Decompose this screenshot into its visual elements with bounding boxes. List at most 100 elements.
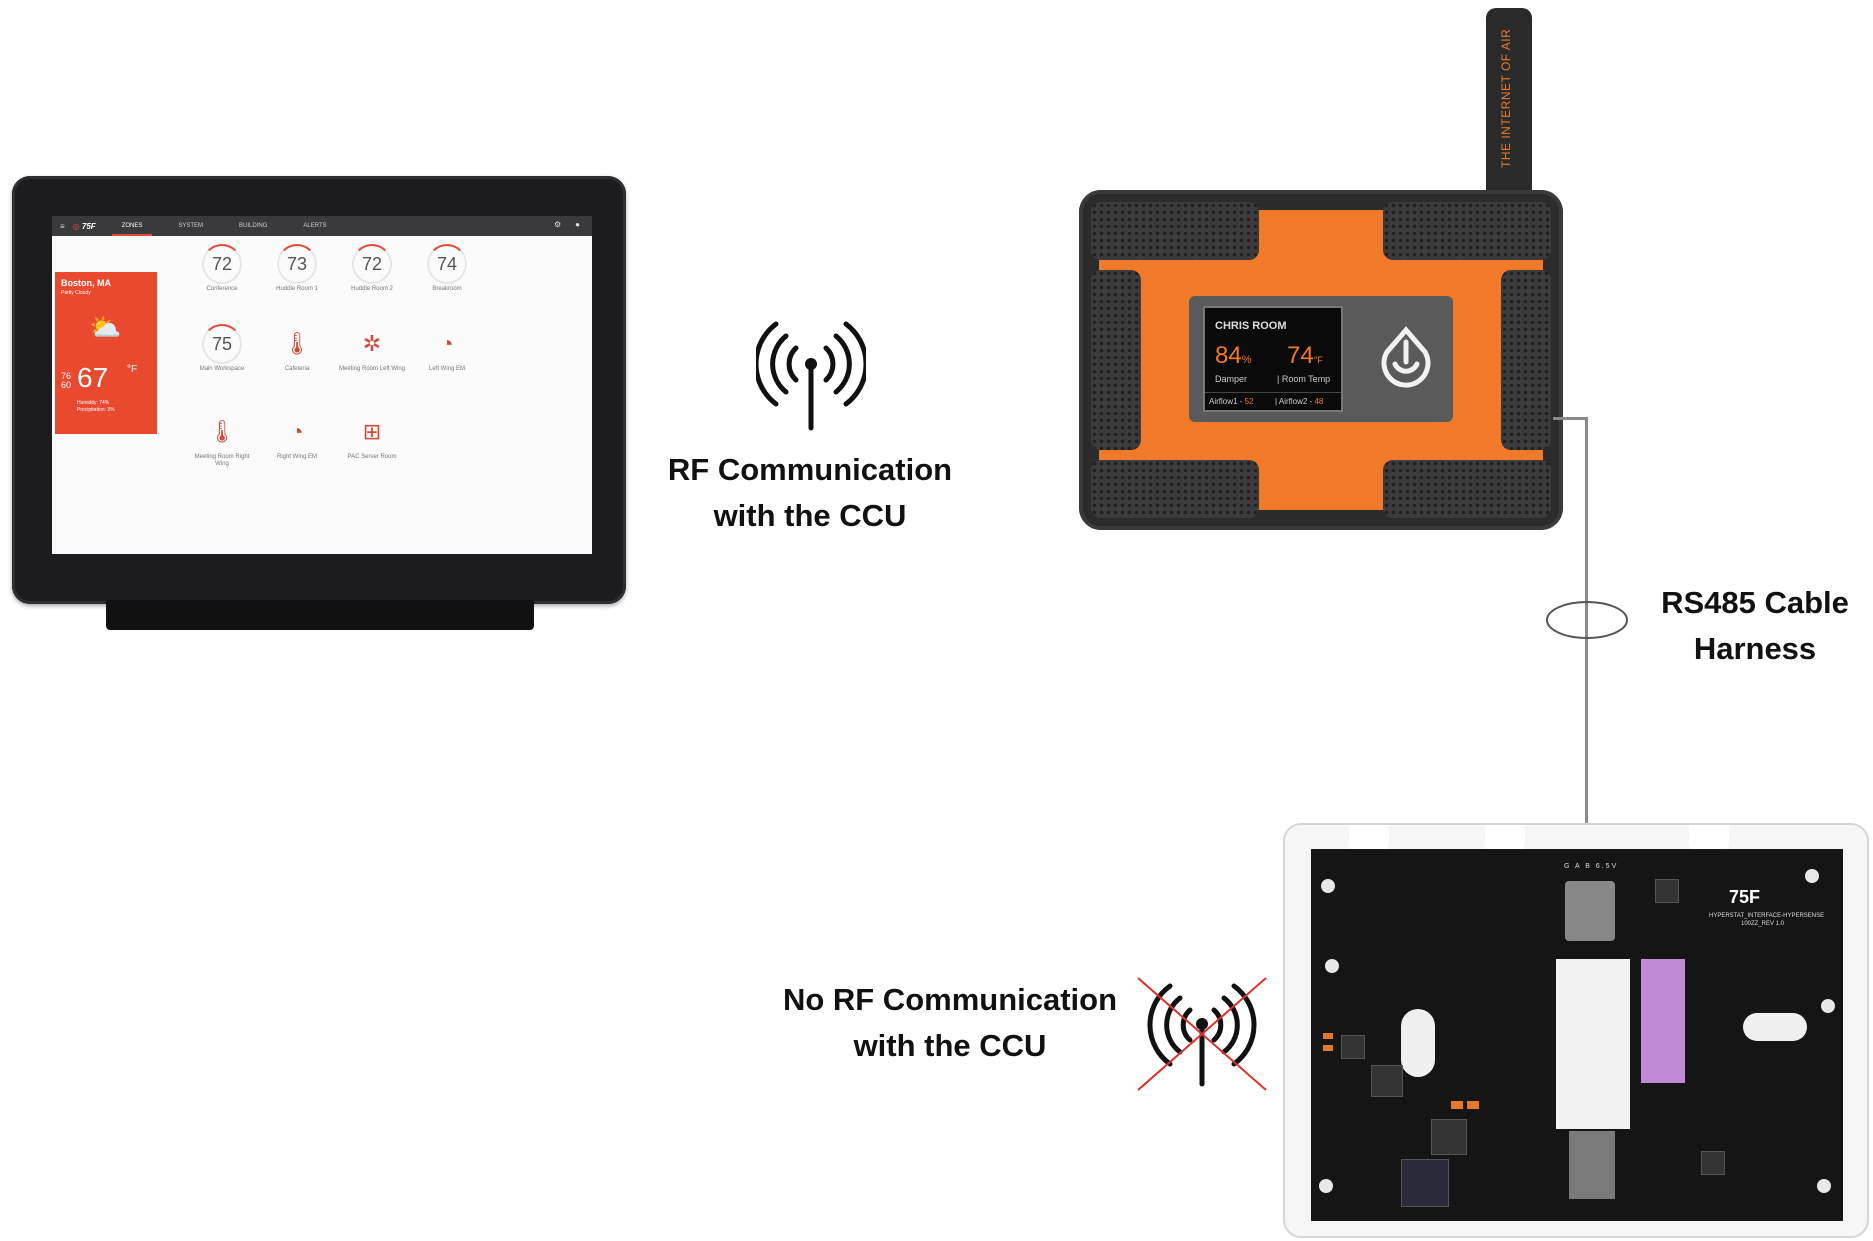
tablet-top-bar: ≡ ◎ 75F ZONES SYSTEM BUILDING ALERTS ⚙ ● (52, 216, 592, 236)
rs485-cable (1585, 417, 1588, 855)
vent-bottom-right (1383, 460, 1551, 518)
vent-top-left (1091, 202, 1259, 260)
zone-tile[interactable]: 73 Huddle Room 1 (262, 244, 332, 293)
component (1451, 1101, 1463, 1109)
damper-unit: % (1241, 354, 1252, 366)
display-separator (1205, 392, 1341, 393)
weather-precipitation: Precipitation: 3% (77, 407, 115, 413)
chip (1431, 1119, 1467, 1155)
zone-tile[interactable]: ✲ Meeting Room Left Wing (337, 324, 407, 373)
zone-dial: 72 (202, 244, 242, 284)
network-icon: ⊞ (362, 419, 382, 444)
weather-unit: °F (127, 364, 138, 375)
top-bar-actions: ⚙ ● (554, 220, 580, 229)
board-part-number: HYPERSTAT_INTERFACE-HYPERSENSE (1709, 913, 1825, 919)
device-display: CHRIS ROOM 84% 74°F Damper | Room Temp A… (1203, 306, 1343, 412)
zone-dial: 72 (352, 244, 392, 284)
zone-label: Huddle Room 2 (351, 286, 393, 292)
antenna (1486, 8, 1532, 198)
zone-dial: 74 (427, 244, 467, 284)
ccu-device: CHRIS ROOM 84% 74°F Damper | Room Temp A… (1079, 190, 1563, 530)
rs485-jack (1565, 881, 1615, 941)
weather-high: 76 (61, 371, 72, 381)
partly-cloudy-icon: ⛅ (89, 312, 122, 342)
cable-stub (1553, 417, 1588, 420)
chip (1655, 879, 1679, 903)
zone-tile[interactable]: 72 Huddle Room 2 (337, 244, 407, 293)
bottom-connector (1569, 1131, 1615, 1199)
zone-tile[interactable]: ◔ Left Wing EM (412, 324, 482, 373)
airflow2-value: 48 (1314, 397, 1324, 406)
zone-tile[interactable]: ⊞ PAC Server Room (337, 412, 407, 461)
sensor-grid (1401, 1159, 1449, 1207)
zone-tile[interactable]: 74 Breakroom (412, 244, 482, 293)
zone-tile[interactable]: 75 Main Workspace (187, 324, 257, 373)
energy-meter-icon: ◔ (290, 419, 304, 444)
housing-tab (1689, 825, 1729, 851)
zone-tile[interactable]: 72 Conference (187, 244, 257, 293)
ribbon-area (1556, 959, 1630, 1129)
screw-hole (1319, 1179, 1333, 1193)
circuit-board: G A B 6.5V 75F HYPERSTAT_INTERFACE-HYPER… (1311, 849, 1843, 1221)
screw-hole (1325, 959, 1339, 973)
weather-high-low: 76 60 (61, 372, 73, 390)
vent-bottom-left (1091, 460, 1259, 518)
pin-labels: G A B 6.5V (1564, 863, 1619, 870)
room-temp-value: 74 (1287, 342, 1314, 369)
airflow1-label: Airflow1 - (1209, 397, 1243, 406)
tablet-screen: ≡ ◎ 75F ZONES SYSTEM BUILDING ALERTS ⚙ ●… (52, 216, 592, 554)
zone-tile[interactable]: 🌡 Meeting Room Right Wing (187, 412, 257, 468)
zone-label: Meeting Room Left Wing (338, 366, 406, 372)
board-brand: 75F (1729, 887, 1761, 907)
tab-building[interactable]: BUILDING (239, 223, 268, 229)
no-rf-signal-icon (1137, 977, 1267, 1091)
room-temp-unit: °F (1313, 355, 1323, 365)
display-room: CHRIS ROOM (1215, 320, 1287, 332)
housing-tab (1485, 825, 1525, 851)
energy-meter-icon: ◔ (440, 331, 454, 356)
display-room-temp: 74°F (1287, 342, 1323, 370)
weather-humidity: Humidity: 74% (77, 400, 110, 406)
user-icon[interactable]: ● (575, 220, 580, 229)
cable-label: RS485 Cable Harness (1661, 585, 1849, 666)
zone-tile[interactable]: ◔ Right Wing EM (262, 412, 332, 461)
tab-zones[interactable]: ZONES (111, 216, 153, 236)
airflow1-value: 52 (1244, 397, 1254, 406)
vent-top-right (1383, 202, 1551, 260)
component (1323, 1045, 1333, 1051)
airflow2: | Airflow2 - 48 (1275, 397, 1323, 406)
weather-low: 60 (61, 380, 72, 390)
device-panel: CHRIS ROOM 84% 74°F Damper | Room Temp A… (1189, 296, 1453, 422)
vent-right (1501, 270, 1551, 450)
zone-tile[interactable]: 🌡 Cafeteria (262, 324, 332, 373)
zone-dial: 75 (202, 324, 242, 364)
thermometer-icon: 🌡 (208, 419, 236, 444)
zone-label: Breakroom (432, 286, 462, 292)
chip (1341, 1035, 1365, 1059)
cable-harness-ellipse (1546, 601, 1628, 639)
zone-label: Conference (206, 286, 238, 292)
antenna-label: THE INTERNET OF AIR (1499, 28, 1513, 168)
board-revision: 100ZZ_REV 1.0 (1741, 921, 1785, 927)
tablet-logo-text: 75F (81, 221, 96, 231)
menu-icon[interactable]: ≡ (60, 221, 65, 231)
tablet-logo: ◎ 75F (72, 221, 96, 231)
screw-hole (1821, 999, 1835, 1013)
weather-temp: 67 (77, 362, 109, 393)
tab-alerts[interactable]: ALERTS (303, 223, 327, 229)
zone-label: PAC Server Room (347, 454, 397, 460)
airflow2-label: | Airflow2 - (1275, 397, 1313, 406)
component (1323, 1033, 1333, 1039)
mounting-slot (1743, 1013, 1807, 1041)
zone-label: Cafeteria (284, 366, 310, 372)
vent-left (1091, 270, 1141, 450)
chip (1701, 1151, 1725, 1175)
fan-icon: ✲ (362, 331, 382, 356)
tablet-device: ≡ ◎ 75F ZONES SYSTEM BUILDING ALERTS ⚙ ●… (12, 176, 626, 604)
tab-system[interactable]: SYSTEM (178, 223, 204, 229)
airflow1: Airflow1 - 52 (1209, 397, 1253, 406)
screw-hole (1817, 1179, 1831, 1193)
housing-tab (1349, 825, 1389, 851)
gear-icon[interactable]: ⚙ (553, 220, 562, 229)
